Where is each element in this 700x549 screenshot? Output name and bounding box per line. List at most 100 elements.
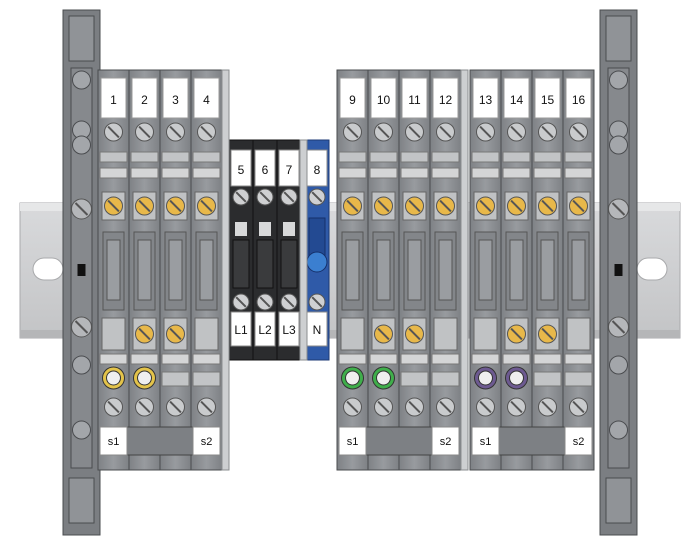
bottom-screw-icon: [166, 397, 185, 417]
terminal-number-label: 12: [439, 93, 453, 107]
separator-plate: [299, 139, 308, 361]
bottom-left-label: s1: [347, 436, 359, 448]
terminal-module: 11: [398, 69, 431, 471]
wire-ring-icon: [102, 366, 125, 390]
top-screw-icon: [308, 188, 326, 206]
label-plate: [278, 149, 300, 187]
top-screw-icon: [569, 122, 588, 142]
terminal-module: 13: [469, 69, 502, 471]
bottom-screw-icon: [374, 397, 393, 417]
bottom-screw-icon: [476, 397, 495, 417]
end-bracket-left: [62, 9, 101, 536]
terminal-number-label: 3: [172, 93, 179, 107]
label-plate: [230, 149, 252, 187]
brass-screw-icon: [538, 324, 557, 344]
bracket-screw-icon: [71, 198, 92, 220]
bottom-screw-icon: [104, 397, 123, 417]
bridge-label-bar: s1 s2: [471, 426, 593, 456]
brass-screw-icon: [166, 324, 185, 344]
brass-screw-icon: [135, 196, 154, 216]
bottom-left-label: s1: [480, 436, 492, 448]
terminal-number-label: 9: [349, 93, 356, 107]
brass-screw-icon: [197, 196, 216, 216]
brass-screw-icon: [507, 196, 526, 216]
terminal-module: 15: [531, 69, 564, 471]
brass-screw-icon: [436, 196, 455, 216]
label-plate: [162, 77, 189, 119]
terminal-number-label: 8: [314, 163, 321, 177]
top-screw-icon: [135, 122, 154, 142]
bottom-screw-icon: [308, 293, 326, 311]
top-screw-icon: [197, 122, 216, 142]
wire-ring-icon: [372, 366, 395, 390]
top-screw-icon: [104, 122, 123, 142]
wire-ring-icon: [341, 366, 364, 390]
terminal-number-label: 14: [510, 93, 524, 107]
label-plate: [339, 77, 366, 119]
bottom-right-label: s2: [201, 436, 213, 448]
terminal-module: 9: [336, 69, 369, 471]
blue-knob-icon: [306, 251, 328, 273]
bottom-screw-icon: [569, 397, 588, 417]
brass-screw-icon: [374, 324, 393, 344]
bottom-screw-icon: [232, 293, 250, 311]
separator-plate: [460, 69, 469, 471]
label-plate: [230, 311, 252, 347]
top-screw-icon: [538, 122, 557, 142]
latch-icon: [77, 264, 86, 276]
bottom-screw-icon: [343, 397, 362, 417]
terminal-module: 8N: [304, 139, 330, 361]
rail-slot-left: [32, 257, 64, 281]
bracket-screw-icon: [608, 198, 629, 220]
brass-screw-icon: [374, 196, 393, 216]
bottom-right-label: s2: [440, 436, 452, 448]
terminal-module: 16: [562, 69, 595, 471]
terminal-module: 4: [190, 69, 223, 471]
terminal-number-label: 7: [286, 163, 293, 177]
brass-screw-icon: [405, 324, 424, 344]
terminal-module: 3: [159, 69, 192, 471]
terminal-number-label: 15: [541, 93, 555, 107]
bottom-right-label: s2: [573, 436, 585, 448]
bottom-screw-icon: [405, 397, 424, 417]
terminal-module: 14: [500, 69, 533, 471]
phase-label: L1: [234, 323, 248, 337]
terminal-module: 7L3: [276, 139, 302, 361]
latch-icon: [614, 264, 623, 276]
bottom-screw-icon: [507, 397, 526, 417]
label-plate: [432, 77, 459, 119]
separator-plate: [221, 69, 230, 471]
brass-screw-icon: [507, 324, 526, 344]
terminal-module: 12: [429, 69, 462, 471]
label-plate: [100, 77, 127, 119]
top-screw-icon: [256, 188, 274, 206]
brass-screw-icon: [166, 196, 185, 216]
label-plate: [401, 77, 428, 119]
top-screw-icon: [476, 122, 495, 142]
terminal-number-label: 11: [408, 93, 421, 107]
brass-screw-icon: [343, 196, 362, 216]
label-plate: [472, 77, 499, 119]
wire-ring-icon: [133, 366, 156, 390]
label-plate: [254, 149, 276, 187]
label-plate: [278, 311, 300, 347]
label-plate: [370, 77, 397, 119]
bottom-left-label: s1: [108, 436, 120, 448]
bottom-screw-icon: [135, 397, 154, 417]
wire-ring-icon: [505, 366, 528, 390]
terminal-number-label: 6: [262, 163, 269, 177]
terminal-number-label: 5: [238, 163, 245, 177]
top-screw-icon: [166, 122, 185, 142]
label-plate: [534, 77, 561, 119]
terminal-module: 5L1: [228, 139, 254, 361]
end-bracket-right: [599, 9, 638, 536]
top-screw-icon: [343, 122, 362, 142]
bottom-screw-icon: [256, 293, 274, 311]
brass-screw-icon: [538, 196, 557, 216]
phase-label: L2: [258, 323, 272, 337]
phase-label: L3: [282, 323, 296, 337]
neutral-label: N: [313, 323, 322, 337]
bottom-screw-icon: [538, 397, 557, 417]
bracket-screw-icon: [608, 316, 629, 338]
